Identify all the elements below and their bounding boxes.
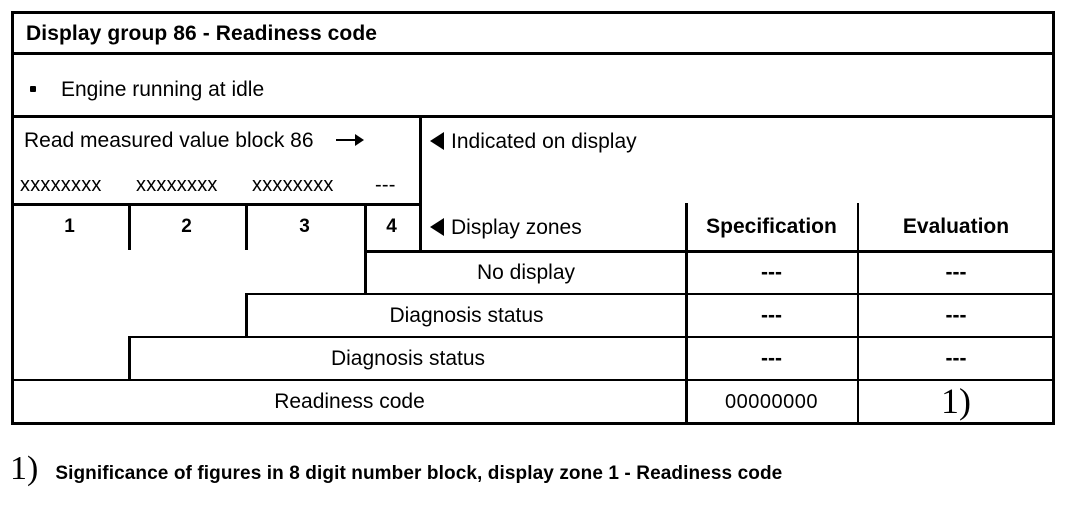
zone-number-2-text: 2 (181, 215, 192, 237)
specification-value-text-2: --- (761, 346, 782, 370)
table-row-label-no-display: No display (367, 259, 685, 285)
specification-value-row-0: --- (688, 259, 855, 285)
read-measured-value-label: Read measured value block 86 (24, 128, 314, 152)
zone-number-4: 4 (364, 214, 419, 238)
table-top-border (11, 11, 1055, 14)
page-title-text: Display group 86 - Readiness code (26, 21, 378, 45)
zone-number-1: 1 (11, 214, 128, 238)
precondition-text: Engine running at idle (61, 77, 265, 101)
rule-under-row-diagnosis-3 (128, 336, 1055, 338)
arrow-right-icon (335, 133, 366, 147)
evaluation-value-text-0: --- (945, 260, 967, 284)
column-divider-evaluation (857, 203, 859, 425)
rule-under-read-block (11, 203, 422, 206)
table-bottom-border (11, 422, 1055, 425)
table-left-border (11, 11, 14, 425)
column-header-evaluation-text: Evaluation (902, 214, 1010, 238)
read-block-value-4-text: --- (375, 174, 396, 196)
read-block-value-1-text: xxxxxxxx (20, 174, 102, 196)
column-header-evaluation: Evaluation (860, 213, 1052, 239)
read-block-value-2: xxxxxxxx (136, 173, 246, 197)
evaluation-value-row-2: --- (860, 345, 1052, 371)
read-block-value-2-text: xxxxxxxx (136, 174, 218, 196)
rule-under-zone-header (364, 250, 1055, 253)
footnote-text: Significance of figures in 8 digit numbe… (55, 463, 783, 484)
rule-under-title (11, 52, 1055, 55)
specification-value-text-0: --- (761, 260, 782, 284)
zone-number-2: 2 (128, 214, 245, 238)
table-row-label-readiness-code: Readiness code (14, 388, 685, 414)
rule-under-row-no-display (245, 293, 1055, 295)
step-edge-zone-4 (364, 250, 367, 295)
zone-number-1-text: 1 (64, 215, 75, 237)
divider-left-right-panel (419, 115, 422, 253)
specification-value-text-3: 00000000 (725, 391, 818, 413)
read-block-value-3-text: xxxxxxxx (252, 174, 334, 196)
row-label-text-3: Readiness code (274, 389, 425, 413)
read-measured-value-row: Read measured value block 86 (24, 126, 414, 154)
zone-number-3: 3 (245, 214, 364, 238)
evaluation-value-row-0: --- (860, 259, 1052, 285)
column-header-specification-text: Specification (706, 214, 837, 238)
specification-value-row-1: --- (688, 302, 855, 328)
footnote: 1) Significance of figures in 8 digit nu… (10, 452, 1060, 492)
footnote-marker: 1) (10, 450, 39, 487)
footnote-reference-marker: 1) (941, 381, 971, 421)
zone-number-3-text: 3 (299, 215, 310, 237)
precondition-row: Engine running at idle (30, 75, 530, 103)
page-title: Display group 86 - Readiness code (26, 20, 626, 46)
rule-under-row-diagnosis-2 (11, 379, 1055, 381)
specification-value-row-3: 00000000 (688, 389, 855, 415)
table-right-border (1052, 11, 1055, 425)
zone-divider-1-2 (128, 203, 131, 250)
zone-divider-2-3 (245, 203, 248, 250)
triangle-left-icon (430, 132, 444, 150)
step-edge-zone-3 (245, 293, 248, 338)
read-block-value-4: --- (375, 173, 415, 197)
indicated-on-display-label: Indicated on display (451, 129, 637, 153)
triangle-left-icon-zones (430, 218, 444, 236)
row-label-text-1: Diagnosis status (389, 303, 544, 327)
evaluation-value-row-3: 1) (860, 383, 1052, 419)
rule-under-precondition (11, 115, 1055, 118)
evaluation-value-text-2: --- (945, 346, 967, 370)
display-zones-header: Display zones (430, 214, 680, 240)
zone-divider-3-4 (364, 203, 367, 250)
zone-number-4-text: 4 (386, 215, 397, 237)
indicated-on-display-row: Indicated on display (430, 128, 850, 154)
row-label-text-2: Diagnosis status (330, 346, 486, 370)
read-block-value-1: xxxxxxxx (20, 173, 130, 197)
row-label-text-0: No display (476, 260, 576, 284)
table-row-label-diagnosis-3: Diagnosis status (248, 302, 685, 328)
specification-value-row-2: --- (688, 345, 855, 371)
bullet-icon (30, 86, 36, 92)
evaluation-value-row-1: --- (860, 302, 1052, 328)
step-edge-zone-2 (128, 336, 131, 381)
table-row-label-diagnosis-2: Diagnosis status (131, 345, 685, 371)
display-zones-label: Display zones (451, 215, 582, 239)
evaluation-value-text-1: --- (945, 303, 967, 327)
column-header-specification: Specification (688, 213, 855, 239)
column-divider-specification (685, 203, 688, 425)
read-block-value-3: xxxxxxxx (252, 173, 362, 197)
specification-value-text-1: --- (761, 303, 782, 327)
